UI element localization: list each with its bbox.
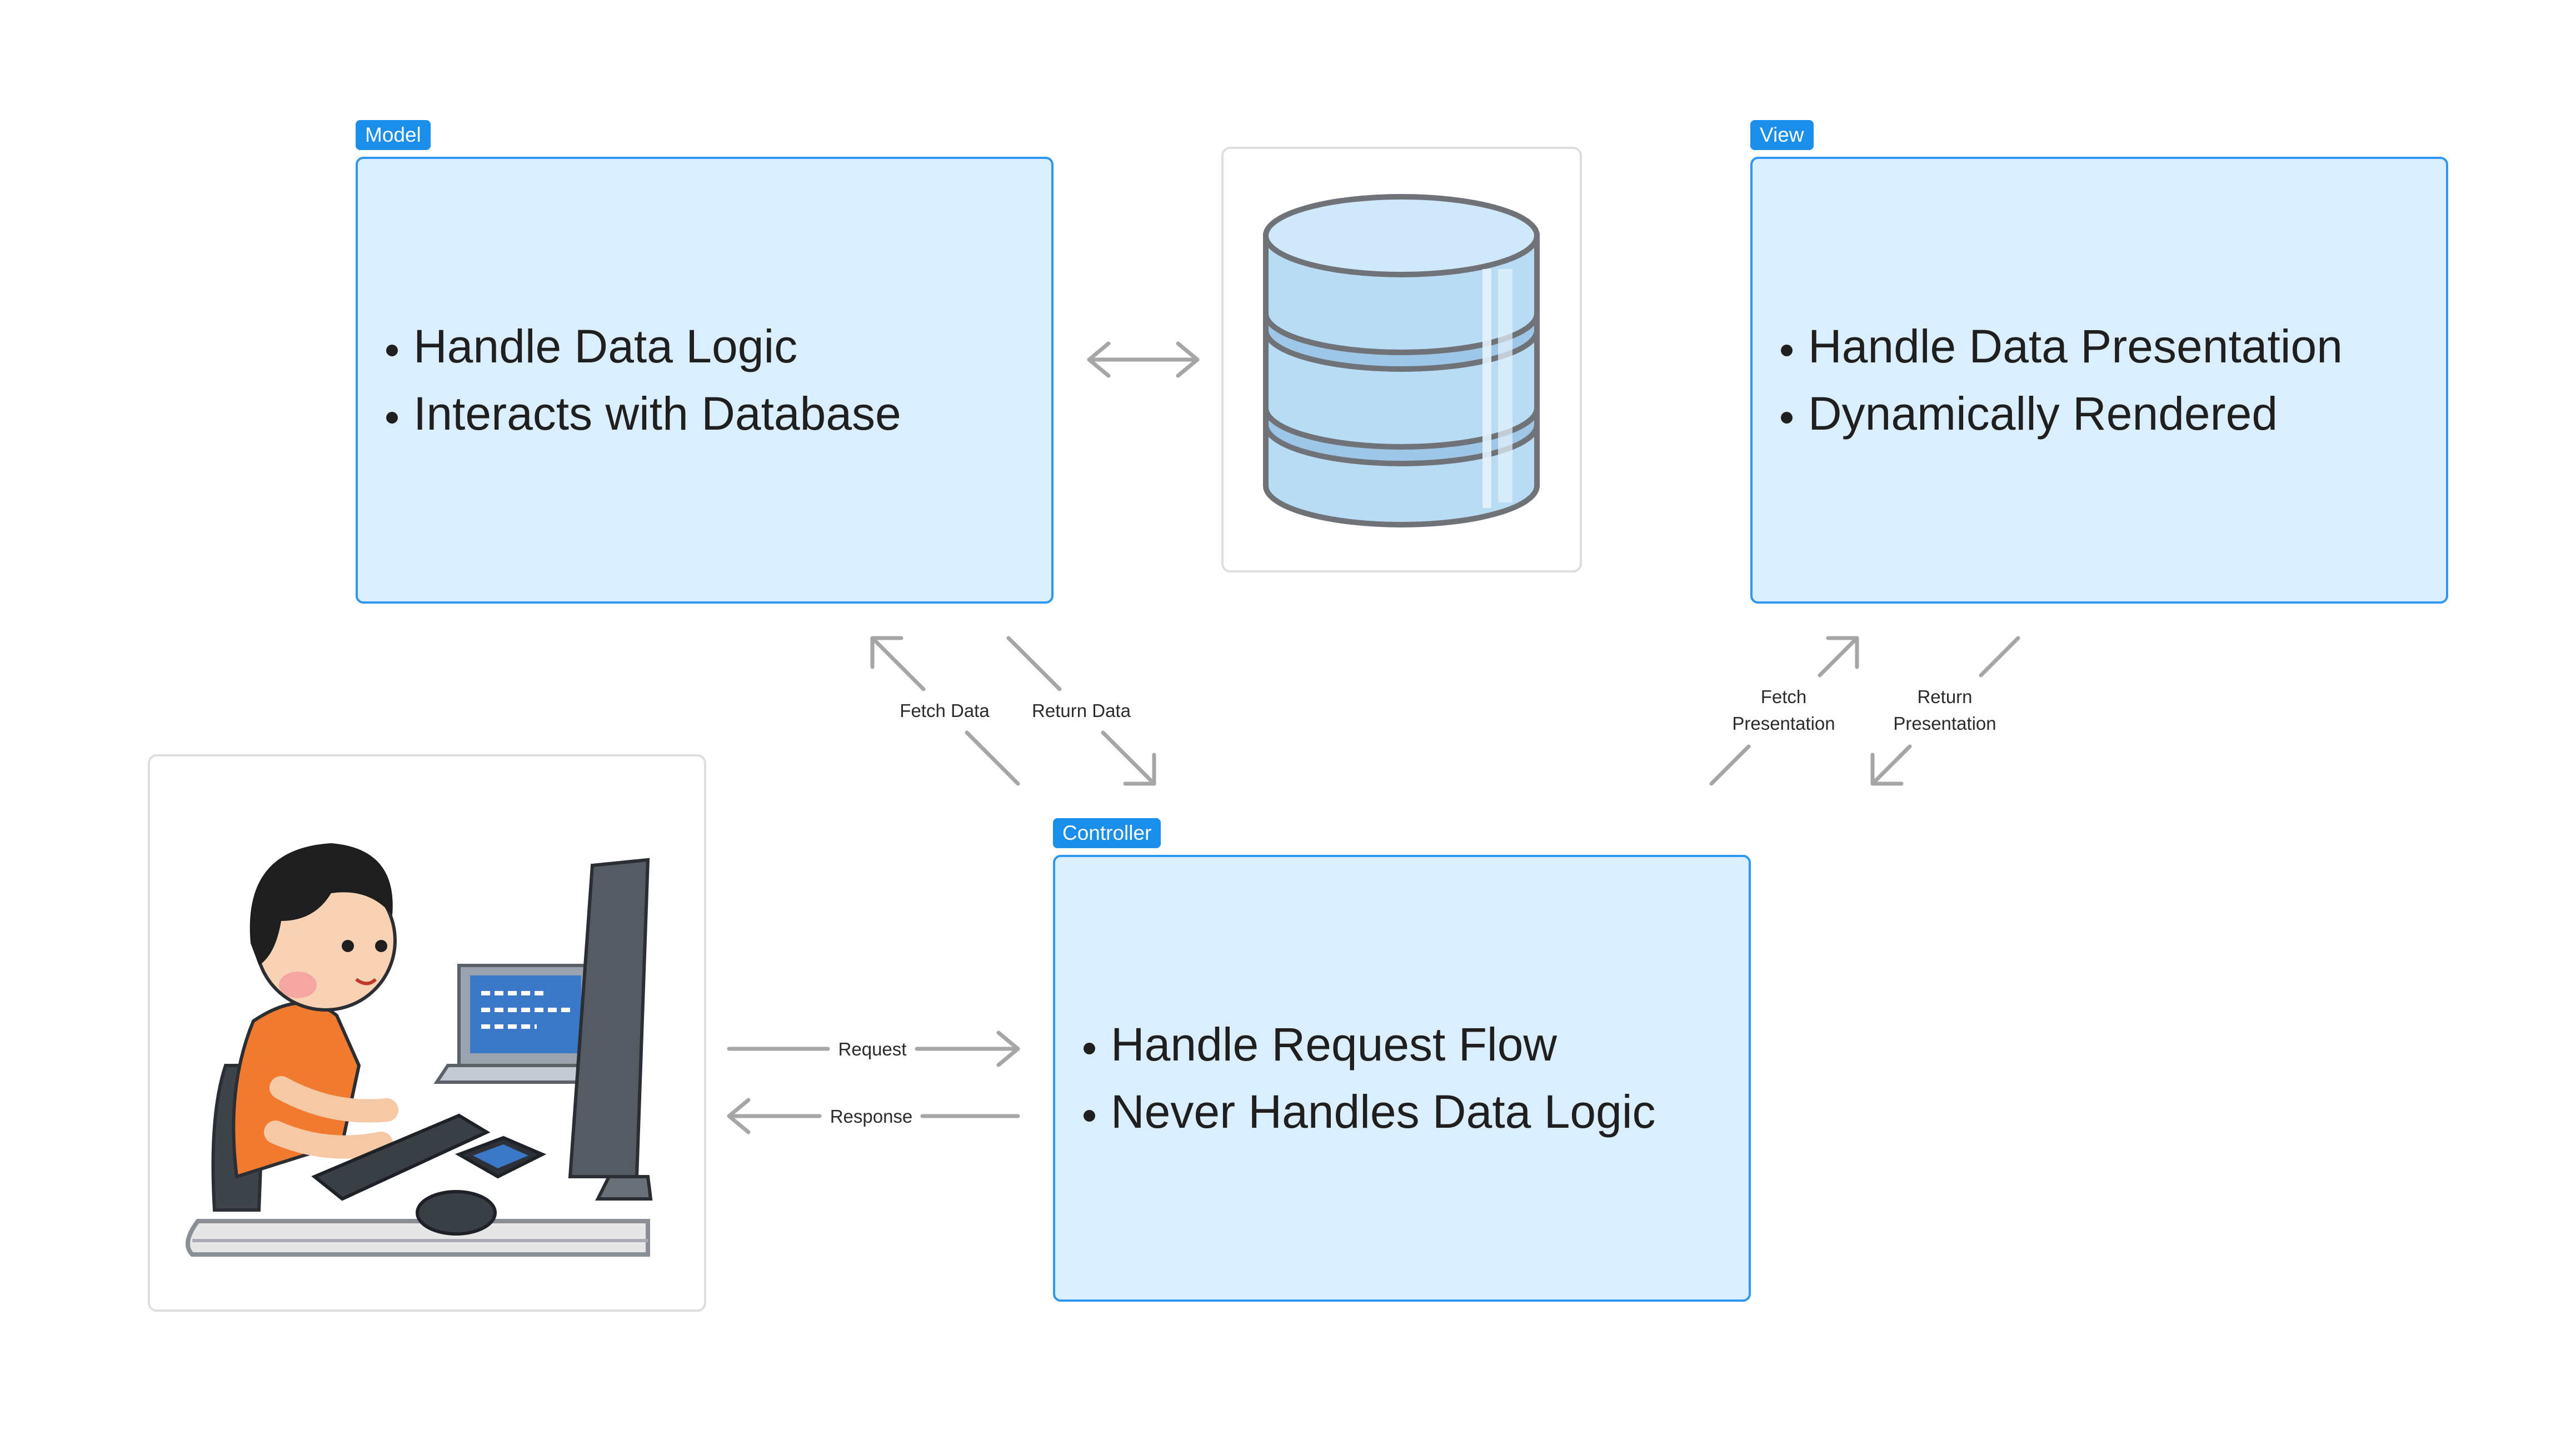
response-arrow bbox=[727, 1098, 1020, 1134]
return-presentation-label-line1: Return bbox=[1917, 686, 1972, 707]
request-arrow bbox=[727, 1030, 1020, 1067]
fetch-data-label: Fetch Data bbox=[900, 700, 990, 721]
return-data-label: Return Data bbox=[1032, 700, 1131, 721]
fetch-data-arrow bbox=[870, 636, 1020, 786]
view-tag: View bbox=[1750, 120, 1814, 150]
fetch-presentation-label-line2: Presentation bbox=[1732, 713, 1835, 734]
fetch-presentation-label-line1: Fetch bbox=[1761, 686, 1807, 707]
controller-tag: Controller bbox=[1053, 818, 1161, 848]
response-label: Response bbox=[830, 1106, 913, 1127]
controller-bullets: Handle Request Flow Never Handles Data L… bbox=[1055, 1011, 1656, 1146]
view-bullet: Handle Data Presentation bbox=[1808, 313, 2343, 380]
controller-box: Handle Request Flow Never Handles Data L… bbox=[1053, 855, 1751, 1302]
controller-bullet: Handle Request Flow bbox=[1111, 1011, 1656, 1078]
user-card bbox=[148, 754, 706, 1312]
controller-bullet: Never Handles Data Logic bbox=[1111, 1078, 1656, 1146]
model-bullets: Handle Data Logic Interacts with Databas… bbox=[358, 313, 901, 447]
model-box: Handle Data Logic Interacts with Databas… bbox=[356, 157, 1054, 604]
view-bullets: Handle Data Presentation Dynamically Ren… bbox=[1753, 313, 2343, 447]
database-card bbox=[1221, 147, 1582, 572]
return-presentation-label-line2: Presentation bbox=[1893, 713, 1996, 734]
user-at-computer-illustration bbox=[186, 843, 653, 1257]
view-bullet: Dynamically Rendered bbox=[1808, 380, 2343, 447]
model-database-arrow bbox=[1087, 341, 1200, 378]
database-icon bbox=[1263, 194, 1540, 527]
view-box: Handle Data Presentation Dynamically Ren… bbox=[1750, 157, 2448, 604]
return-presentation-arrow bbox=[1870, 636, 2020, 786]
fetch-presentation-arrow bbox=[1709, 636, 1859, 786]
return-data-arrow bbox=[1006, 636, 1156, 786]
request-label: Request bbox=[838, 1039, 907, 1059]
model-tag: Model bbox=[356, 120, 431, 150]
model-bullet: Interacts with Database bbox=[413, 380, 901, 447]
model-bullet: Handle Data Logic bbox=[413, 313, 901, 380]
